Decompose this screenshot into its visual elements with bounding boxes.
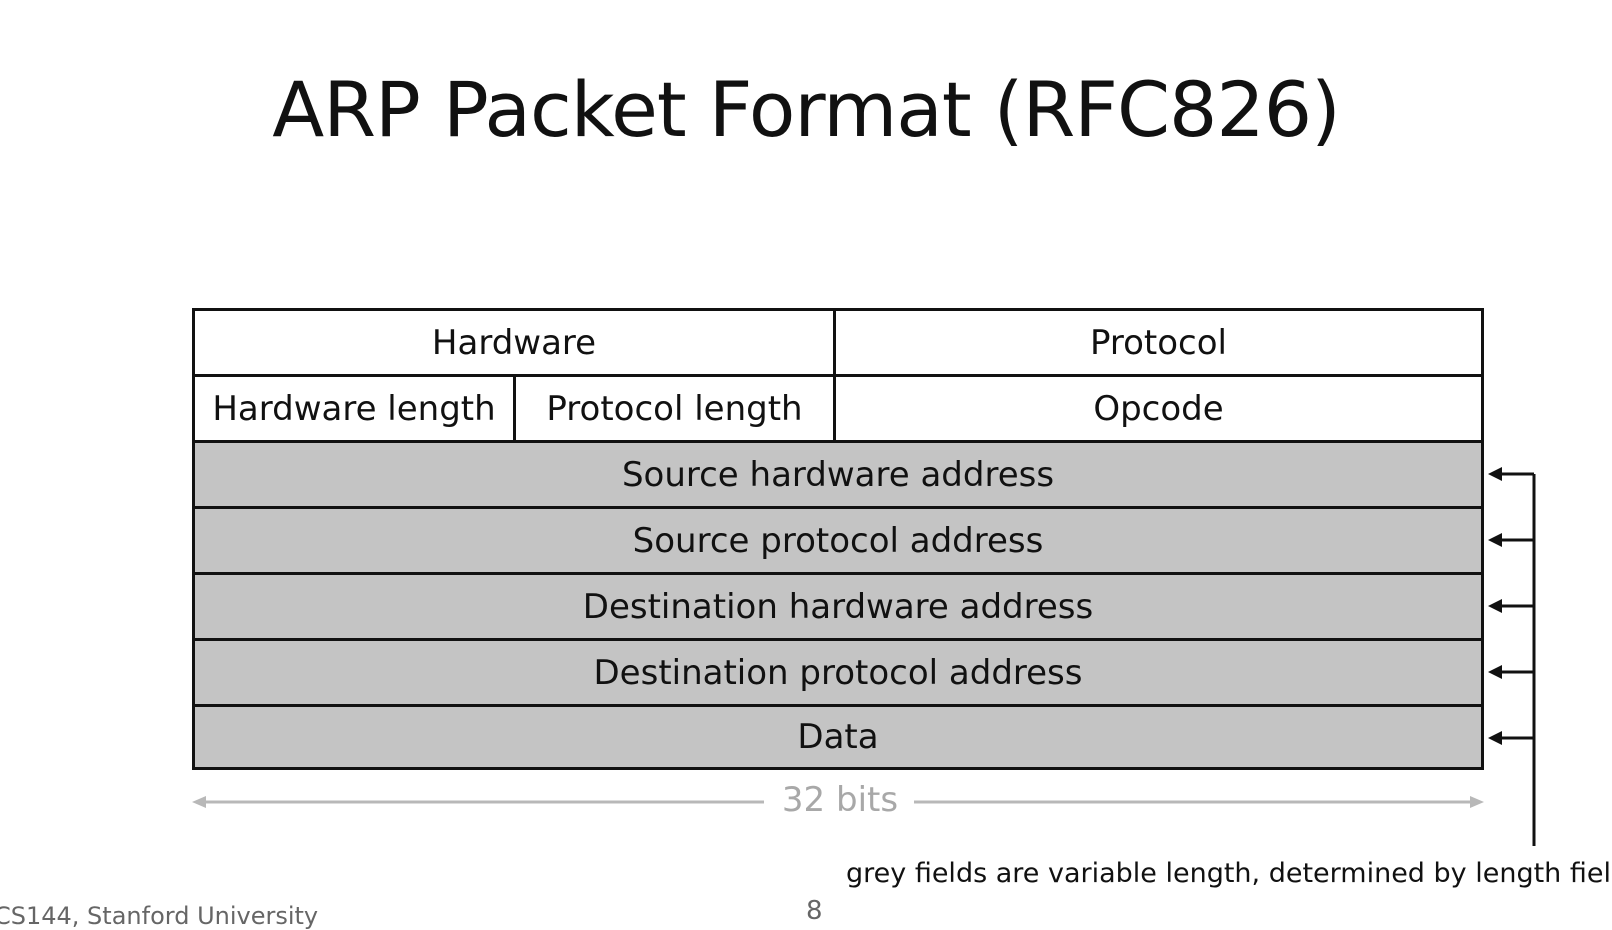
arrow-destination-hardware [1488,599,1534,613]
variable-length-bracket [1488,467,1536,846]
field-data-label: Data [797,717,879,757]
field-source-hardware-address: Source hardware address [195,443,1481,509]
field-protocol-length-label: Protocol length [546,388,803,429]
field-opcode-label: Opcode [1093,388,1224,429]
width-arrow-left-head [192,796,206,808]
footer-course: CS144, Stanford University [0,902,319,930]
field-destination-protocol-address: Destination protocol address [195,641,1481,707]
page-number: 8 [806,896,823,926]
field-source-protocol-address-label: Source protocol address [632,520,1044,561]
field-protocol-label: Protocol [1089,322,1227,363]
field-hardware-length: Hardware length [195,377,516,443]
field-destination-hardware-address-label: Destination hardware address [582,586,1094,627]
field-destination-hardware-address: Destination hardware address [195,575,1481,641]
field-data: Data [195,707,1481,767]
arrow-destination-protocol [1488,665,1534,679]
slide-title: ARP Packet Format (RFC826) [272,65,1341,154]
field-destination-protocol-address-label: Destination protocol address [593,652,1083,693]
width-label: 32 bits [781,780,899,820]
width-arrow [192,796,1484,808]
arrow-data [1488,731,1534,745]
field-hardware: Hardware [195,311,836,377]
field-protocol: Protocol [836,311,1481,377]
width-arrow-right-head [1470,796,1484,808]
field-opcode: Opcode [836,377,1481,443]
field-protocol-length: Protocol length [516,377,836,443]
arrow-source-protocol [1488,533,1534,547]
field-source-hardware-address-label: Source hardware address [621,454,1055,495]
field-hardware-length-label: Hardware length [212,388,496,429]
arrow-source-hardware [1488,467,1534,481]
field-hardware-label: Hardware [431,322,597,363]
field-source-protocol-address: Source protocol address [195,509,1481,575]
arp-packet-table: Hardware Protocol Hardware length Protoc… [192,308,1484,770]
variable-length-note: grey fields are variable length, determi… [846,858,1612,889]
